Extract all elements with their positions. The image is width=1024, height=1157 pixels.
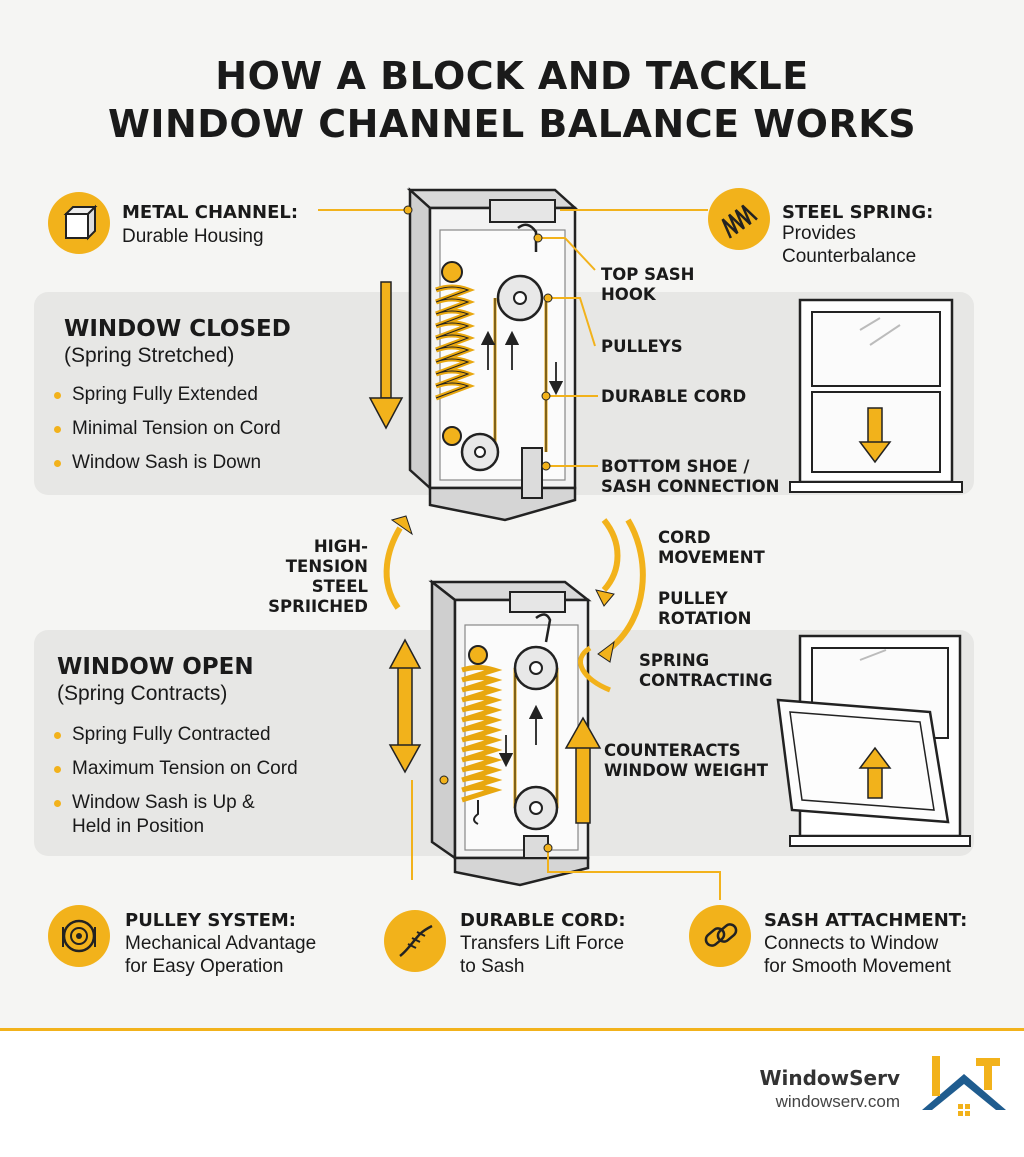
title-line-2: WINDOW CHANNEL BALANCE WORKS — [107, 102, 917, 146]
pulley-system-badge — [48, 905, 110, 967]
pulley-system-desc-2: for Easy Operation — [125, 956, 284, 977]
closed-state-bullets: Spring Fully Extended Minimal Tension on… — [50, 384, 281, 486]
balance-diagram — [318, 187, 971, 900]
steel-spring-desc-1: Provides — [782, 223, 856, 244]
block-icon — [63, 204, 98, 241]
window-open-illustration — [776, 634, 971, 847]
bullet-item: Minimal Tension on Cord — [50, 418, 281, 440]
sash-attachment-title: SASH ATTACHMENT: — [764, 910, 968, 931]
window-closed-illustration — [789, 298, 963, 493]
closed-state-heading: WINDOW CLOSED — [64, 316, 291, 342]
bullet-item: Spring Fully Extended — [50, 384, 281, 406]
callout-pulleys: PULLEYS — [601, 337, 683, 356]
up-arrow-counteract — [564, 716, 602, 824]
durable-cord-desc-1: Transfers Lift Force — [460, 933, 625, 954]
pulley-system-title: PULLEY SYSTEM: — [125, 910, 296, 931]
open-state-subheading: (Spring Contracts) — [57, 682, 228, 705]
bullet-item: Window Sash is Up & — [50, 792, 298, 814]
title-line-1: HOW A BLOCK AND TACKLE — [215, 54, 809, 98]
callout-lines — [318, 209, 721, 900]
bullet-item-continued: Held in Position — [72, 816, 205, 837]
durable-cord-title: DURABLE CORD: — [460, 910, 626, 931]
open-state-heading: WINDOW OPEN — [57, 654, 254, 680]
callout-dots — [403, 205, 553, 853]
steel-spring-desc-2: Counterbalance — [782, 246, 917, 267]
brand-name: WindowServ — [759, 1066, 900, 1090]
bullet-item: Spring Fully Contracted — [50, 724, 298, 746]
metal-channel-desc: Durable Housing — [122, 226, 264, 247]
chain-link-icon — [704, 923, 738, 947]
steel-spring-title: STEEL SPRING: — [782, 202, 934, 223]
steel-spring-icon-badge — [708, 188, 770, 250]
footer — [0, 1028, 1024, 1157]
curved-arrows — [383, 515, 646, 693]
closed-channel-housing — [406, 187, 579, 522]
open-pulleys — [498, 613, 559, 859]
brand-url: windowserv.com — [775, 1092, 900, 1111]
bullet-item: Window Sash is Down — [50, 452, 281, 474]
closed-spring — [435, 261, 476, 446]
sash-attachment-desc-2: for Smooth Movement — [764, 956, 951, 977]
open-channel-housing — [428, 579, 592, 887]
open-state-bullets: Spring Fully Contracted Maximum Tension … — [50, 724, 298, 850]
double-arrow-open — [388, 638, 422, 774]
brand-house-logo — [922, 1056, 1006, 1116]
down-arrow-closed — [368, 281, 404, 430]
durable-cord-badge — [384, 910, 446, 972]
bullet-item: Maximum Tension on Cord — [50, 758, 298, 780]
metal-channel-title: METAL CHANNEL: — [122, 202, 299, 223]
durable-cord-desc-2: to Sash — [460, 956, 525, 977]
open-spring — [461, 645, 503, 825]
callout-bottom-shoe: BOTTOM SHOE /SASH CONNECTION — [601, 457, 780, 496]
closed-state-subheading: (Spring Stretched) — [64, 344, 235, 367]
pulley-icon — [62, 919, 96, 953]
cord-icon — [399, 924, 433, 957]
callout-durable-cord: DURABLE CORD — [601, 387, 747, 406]
closed-pulleys — [460, 223, 564, 499]
sash-attachment-badge — [689, 905, 751, 967]
coil-spring-icon — [721, 204, 758, 239]
page-title: HOW A BLOCK AND TACKLE WINDOW CHANNEL BA… — [0, 52, 1024, 148]
pulley-system-desc-1: Mechanical Advantage — [125, 933, 317, 954]
sash-attachment-desc-1: Connects to Window — [764, 933, 939, 954]
metal-channel-icon-badge — [48, 192, 110, 254]
